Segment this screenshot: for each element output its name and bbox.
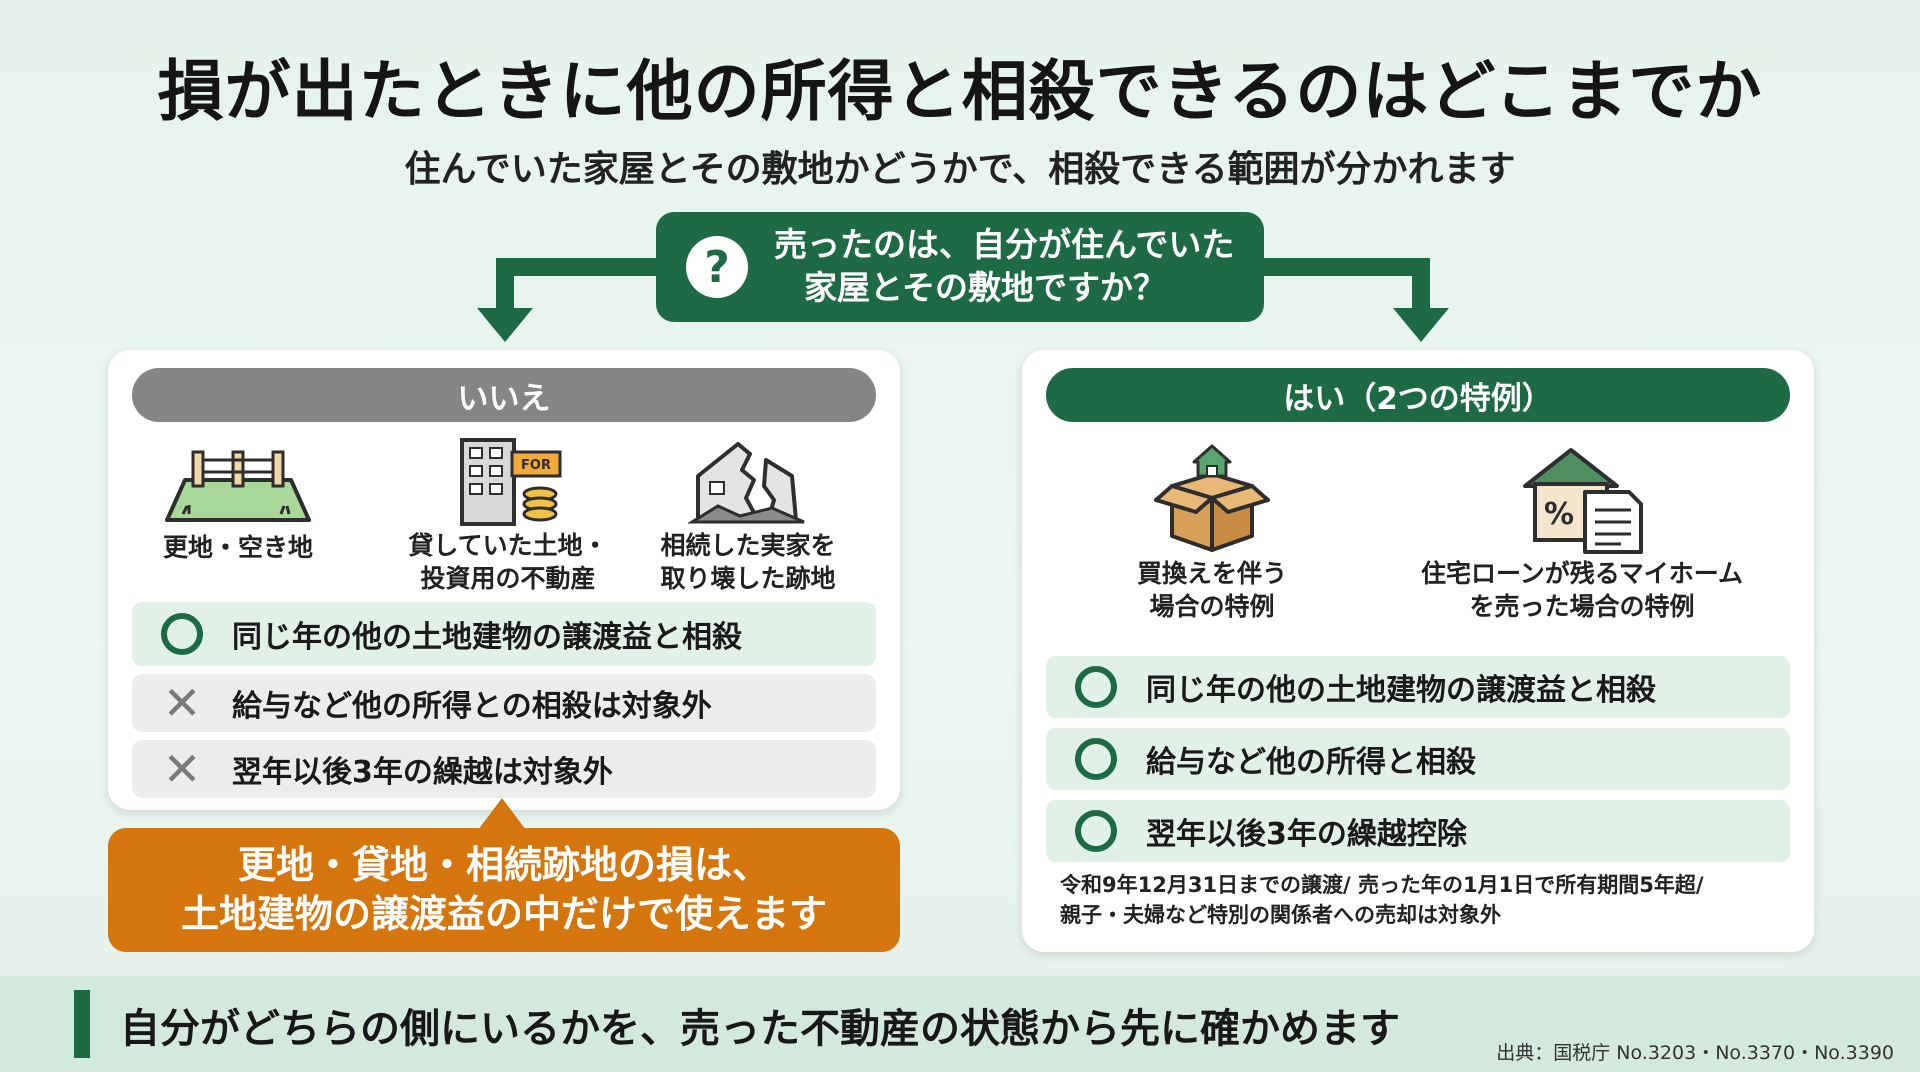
rental-building-label: 貸していた土地・ 投資用の不動産 — [408, 531, 608, 593]
no-row-offset-gains: 同じ年の他の土地建物の譲渡益と相殺 — [132, 602, 876, 666]
circle-icon — [1075, 666, 1117, 708]
home-loan-item: % 住宅ローンが残るマイホーム を売った場合の特例 — [1402, 442, 1762, 623]
demolished-house-icon — [686, 442, 805, 524]
home-loan-label: 住宅ローンが残るマイホーム を売った場合の特例 — [1420, 559, 1743, 621]
no-header: いいえ — [132, 368, 876, 422]
yes-row-offset-gains: 同じ年の他の土地建物の譲渡益と相殺 — [1046, 656, 1790, 718]
callout-box: 更地・貸地・相続跡地の損は、 土地建物の譲渡益の中だけで使えます — [108, 828, 900, 952]
demolished-house-item: 相続した実家を 取り壊した跡地 — [638, 436, 858, 595]
for-sign: FOR — [521, 458, 551, 473]
vacant-land-icon — [165, 450, 311, 522]
footer-message: 自分がどちらの側にいるかを、売った不動産の状態から先に確かめます — [120, 1006, 1400, 1052]
callout-line2: 土地建物の譲渡益の中だけで使えます — [180, 892, 827, 936]
svg-text:%: % — [1544, 497, 1574, 532]
arrow-left-down — [477, 308, 533, 342]
no-card: いいえ 更地・空き地 FOR — [108, 350, 900, 810]
cross-icon: ✕ — [162, 676, 202, 730]
home-loan-document-icon: % — [1523, 448, 1643, 554]
demolished-house-label: 相続した実家を 取り壊した跡地 — [660, 531, 836, 593]
yes-row-other-income: 給与など他の所得と相殺 — [1046, 728, 1790, 790]
rental-building-icon: FOR — [460, 438, 562, 526]
no-row-other-income: ✕ 給与など他の所得との相殺は対象外 — [132, 674, 876, 732]
question-icon: ? — [686, 236, 748, 298]
connector-left-vertical — [496, 258, 514, 310]
rental-building-item: FOR 貸していた土地・ 投資用の不動産 — [388, 436, 628, 595]
conditions-note: 令和9年12月31日までの譲渡/ 売った年の1月1日で所有期間5年超/ 親子・夫… — [1060, 873, 1704, 928]
yes-card: はい（2つの特例） 買換えを伴う 場合の特例 % 住宅ローンが残 — [1022, 350, 1814, 952]
yes-header: はい（2つの特例） — [1046, 368, 1790, 422]
callout-pointer — [478, 798, 526, 830]
circle-icon — [1075, 810, 1117, 852]
connector-left-horizontal — [496, 258, 660, 276]
circle-icon — [161, 613, 203, 655]
question-text: 売ったのは、自分が住んでいた 家屋とその敷地ですか？ — [774, 224, 1234, 310]
replacement-label: 買換えを伴う 場合の特例 — [1136, 559, 1287, 621]
footer: 自分がどちらの側にいるかを、売った不動産の状態から先に確かめます 出典：国税庁 … — [0, 976, 1920, 1072]
question-box: ? 売ったのは、自分が住んでいた 家屋とその敷地ですか？ — [656, 212, 1264, 322]
vacant-land-label: 更地・空き地 — [162, 533, 313, 562]
page-subtitle: 住んでいた家屋とその敷地かどうかで、相殺できる範囲が分かれます — [404, 149, 1516, 190]
connector-right-vertical — [1412, 258, 1430, 310]
vacant-land-item: 更地・空き地 — [148, 442, 328, 565]
source-citation: 出典：国税庁 No.3203・No.3370・No.3390 — [1496, 1042, 1894, 1064]
question-line1: 売ったのは、自分が住んでいた — [774, 225, 1235, 265]
page-title: 損が出たときに他の所得と相殺できるのはどこまでか — [157, 53, 1763, 130]
no-row-carryover: ✕ 翌年以後3年の繰越は対象外 — [132, 740, 876, 798]
moving-box-house-icon — [1154, 444, 1270, 552]
replacement-item: 買換えを伴う 場合の特例 — [1102, 442, 1322, 623]
yes-row-carryover: 翌年以後3年の繰越控除 — [1046, 800, 1790, 862]
callout-line1: 更地・貸地・相続跡地の損は、 — [237, 842, 770, 887]
question-line2: 家屋とその敷地ですか？ — [804, 268, 1167, 307]
footer-accent-bar — [74, 990, 90, 1058]
connector-right-horizontal — [1260, 258, 1430, 276]
arrow-right-down — [1393, 308, 1449, 342]
circle-icon — [1075, 738, 1117, 780]
cross-icon: ✕ — [162, 742, 202, 796]
